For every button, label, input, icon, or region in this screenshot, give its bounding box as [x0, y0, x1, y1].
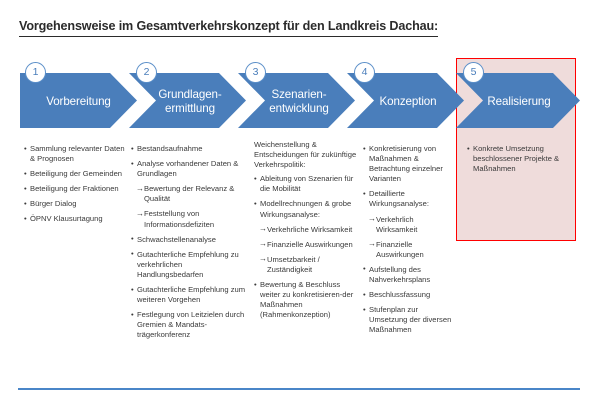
list-item: Gutachterliche Empfehlung zu verkehrlich… [131, 249, 247, 280]
list-item: Analyse vorhandener Daten & Grundlagen [131, 159, 247, 179]
list-item: Schwachstellenanalyse [131, 234, 247, 245]
detail-list: Konkrete Umsetzung beschlossener Projekt… [467, 143, 567, 174]
list-item: Konkrete Umsetzung beschlossener Projekt… [467, 143, 567, 174]
list-item: Sammlung relevanter Daten & Prognosen [24, 143, 128, 164]
list-item: Festlegung von Leitzielen durch Gremien … [131, 310, 247, 340]
chevron-phase-1 [20, 73, 137, 128]
list-item-sub: Feststellung von Informationsdefiziten [131, 209, 247, 229]
list-item: Beteiligung der Fraktionen [24, 184, 128, 194]
chevron-phase-3 [238, 73, 355, 128]
phase-number-5: 5 [463, 62, 484, 83]
detail-list: Bestandsaufnahme Analyse vorhandener Dat… [131, 143, 247, 341]
page-title: Vorgehensweise im Gesamtverkehrskonzept … [19, 19, 438, 37]
detail-list: Ableitung von Szenarien für die Mobilitä… [254, 174, 358, 320]
detail-column-realisierung: Konkrete Umsetzung beschlossener Projekt… [467, 140, 567, 179]
list-item-sub: Finanzielle Auswirkungen [254, 239, 358, 250]
list-item: Modellrechnungen & grobe Wirkungsanalyse… [254, 199, 358, 219]
detail-column-szenarienentwicklung: Weichenstellung & Entscheidungen für zuk… [254, 140, 358, 325]
list-item: Bürger Dialog [24, 199, 128, 209]
process-chevron-band: 1 2 3 4 5 Vorbereitung Grundlagen- ermit… [0, 58, 600, 136]
list-item: Stufenplan zur Umsetzung der diversen Ma… [363, 305, 455, 335]
list-item: Beschlussfassung [363, 290, 455, 300]
column-intro: Weichenstellung & Entscheidungen für zuk… [254, 140, 357, 170]
detail-column-grundlagenermittlung: Bestandsaufnahme Analyse vorhandener Dat… [131, 140, 247, 346]
phase-number-1: 1 [25, 62, 46, 83]
list-item-sub: Umsetzbarkeit / Zuständigkeit [254, 254, 358, 275]
list-item-sub: Verkehrlich Wirksamkeit [363, 214, 455, 235]
list-item: ÖPNV Klausurtagung [24, 214, 128, 224]
list-item: Detaillierte Wirkungsanalyse: [363, 189, 455, 209]
list-item: Konkretisierung von Maßnahmen & Betracht… [363, 143, 455, 184]
chevron-phase-4 [347, 73, 464, 128]
detail-column-vorbereitung: Sammlung relevanter Daten & Prognosen Be… [24, 140, 128, 230]
chevron-phase-2 [129, 73, 246, 128]
phase-number-2: 2 [136, 62, 157, 83]
list-item-sub: Bewertung der Relevanz & Qualität [131, 184, 247, 204]
detail-list: Konkretisierung von Maßnahmen & Betracht… [363, 143, 455, 336]
detail-list: Sammlung relevanter Daten & Prognosen Be… [24, 143, 128, 225]
list-item: Beteiligung der Gemeinden [24, 169, 128, 179]
list-item: Bestandsaufnahme [131, 143, 247, 154]
list-item-sub: Finanzielle Auswirkungen [363, 239, 455, 260]
detail-column-konzeption: Konkretisierung von Maßnahmen & Betracht… [363, 140, 455, 341]
list-item: Gutachterliche Empfehlung zum weiteren V… [131, 285, 247, 305]
list-item: Ableitung von Szenarien für die Mobilitä… [254, 174, 358, 194]
phase-number-3: 3 [245, 62, 266, 83]
chevron-phase-5 [456, 73, 580, 128]
bottom-divider [18, 388, 580, 390]
list-item: Bewertung & Beschluss weiter zu konkreti… [254, 280, 358, 320]
list-item-sub: Verkehrliche Wirksamkeit [254, 224, 358, 235]
list-item: Aufstellung des Nahverkehrsplans [363, 264, 455, 285]
phase-number-4: 4 [354, 62, 375, 83]
